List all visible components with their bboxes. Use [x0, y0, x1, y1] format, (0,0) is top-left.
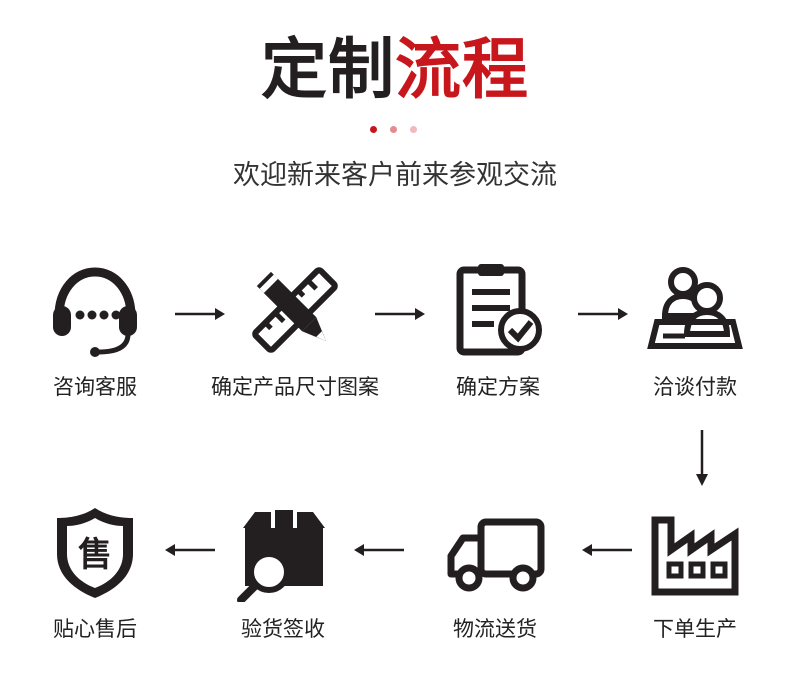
svg-text:售: 售 — [78, 535, 112, 575]
arrow-left-icon — [352, 542, 404, 558]
page-subtitle: 欢迎新来客户前来参观交流 — [233, 160, 557, 191]
step-label: 洽谈付款 — [653, 375, 737, 399]
dot-dark-red — [370, 126, 377, 133]
step-label: 验货签收 — [241, 617, 325, 641]
arrow-down-icon — [694, 430, 710, 488]
decorative-dots — [370, 126, 417, 133]
factory-icon — [645, 502, 745, 602]
step-inspection: 验货签收 — [188, 502, 378, 644]
pencil-ruler-icon — [245, 260, 345, 360]
step-label: 下单生产 — [653, 617, 737, 641]
arrow-right-icon — [578, 306, 630, 322]
step-label: 物流送货 — [453, 617, 537, 641]
truck-icon — [445, 502, 545, 602]
arrow-right-icon — [175, 306, 227, 322]
step-shipping: 物流送货 — [400, 502, 590, 644]
arrow-left-icon — [163, 542, 215, 558]
clipboard-check-icon — [448, 260, 548, 360]
step-label: 确定方案 — [456, 375, 540, 399]
step-label: 咨询客服 — [53, 375, 137, 399]
dot-light-red — [410, 126, 417, 133]
step-consult: 咨询客服 — [0, 260, 190, 402]
step-plan: 确定方案 — [403, 260, 593, 402]
step-production: 下单生产 — [600, 502, 790, 644]
step-after-sales: 售 贴心售后 — [0, 502, 190, 644]
dot-mid-red — [390, 126, 397, 133]
step-label: 贴心售后 — [53, 617, 137, 641]
meeting-icon — [645, 260, 745, 360]
step-label: 确定产品尺寸图案 — [211, 375, 379, 399]
arrow-left-icon — [580, 542, 632, 558]
arrow-right-icon — [375, 306, 427, 322]
step-design: 确定产品尺寸图案 — [200, 260, 390, 402]
box-inspect-icon — [233, 502, 333, 602]
page-title: 定制流程 — [0, 30, 790, 110]
title-red-part: 流程 — [395, 31, 529, 108]
title-black-part: 定制 — [261, 31, 395, 108]
step-payment: 洽谈付款 — [600, 260, 790, 402]
headset-icon — [45, 260, 145, 360]
after-sales-shield-icon: 售 — [45, 502, 145, 602]
